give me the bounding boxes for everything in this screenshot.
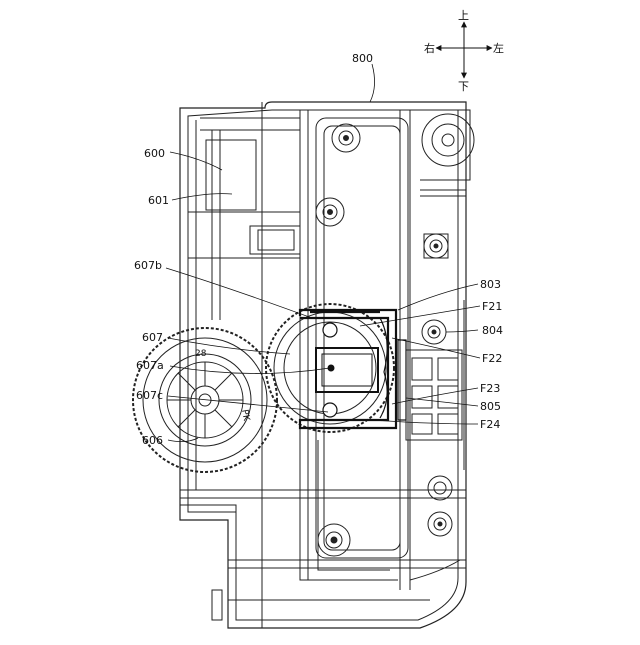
label-F24: F24 [480,418,500,431]
pin-lower [323,403,337,417]
label-606: 606 [142,434,163,447]
screw-boss-mid [316,198,344,226]
screw-boss-top [332,124,360,152]
screw-boss-lower-right [428,476,452,536]
label-803: 803 [480,278,501,291]
label-F21: F21 [482,300,502,313]
screw-boss-804 [422,320,446,344]
label-607: 607 [142,331,163,344]
screw-boss-bottom [318,524,350,556]
direction-compass [436,22,492,78]
label-607a: 607a [136,359,164,372]
compass-down-label: 下 [458,80,469,93]
screw-boss-right [424,234,448,258]
label-F23: F23 [480,382,500,395]
compass-left-label: 右 [424,41,435,55]
label-601: 601 [148,194,169,207]
label-800: 800 [352,52,373,65]
compass-right-label: 左 [493,42,504,55]
compass-up-label: 上 [458,9,469,22]
leader-lines [166,64,480,442]
label-607c: 607c [136,389,163,402]
label-F22: F22 [482,352,502,365]
label-804: 804 [482,324,503,337]
gear-side-mark: PK [239,409,251,423]
pin-upper [323,323,337,337]
label-607b: 607b [134,259,162,272]
gear-tooth-count: 28 [195,349,207,359]
label-600: 600 [144,147,165,160]
label-805: 805 [480,400,501,413]
housing-800 [180,102,466,628]
cam-607a [316,348,378,392]
